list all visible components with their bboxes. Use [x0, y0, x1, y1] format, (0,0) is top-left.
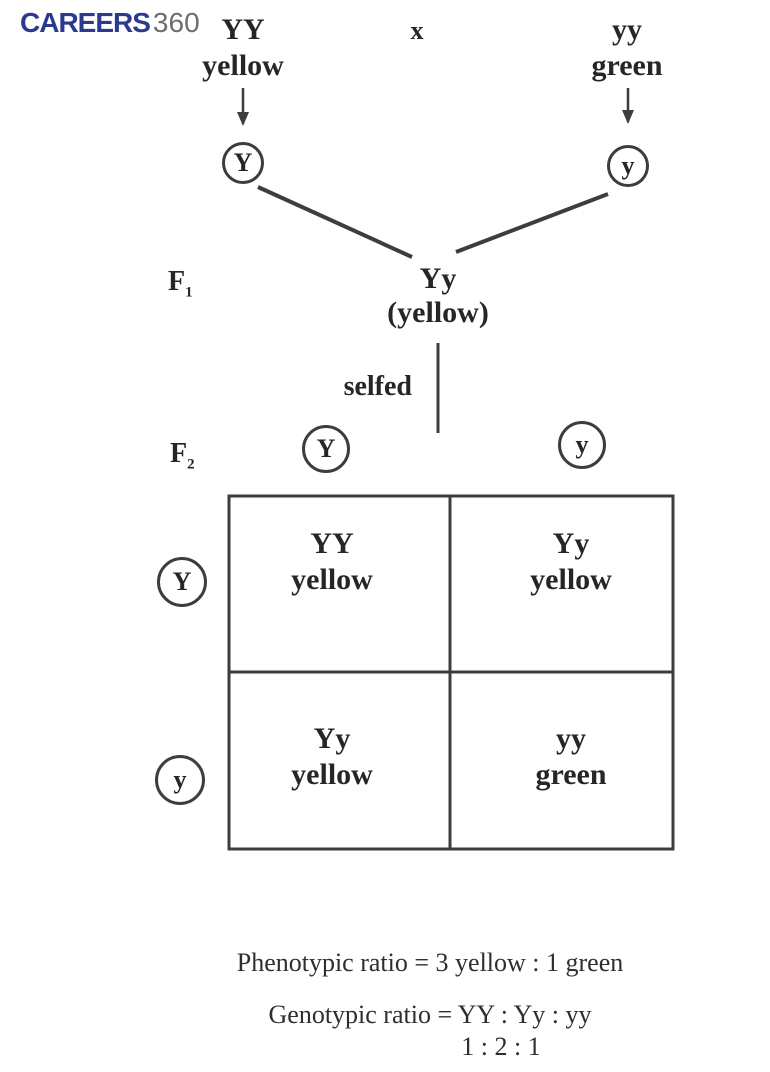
cell-genotype: YY: [310, 527, 354, 560]
genotypic-ratio-text: Genotypic ratio = YY : Yy : yy: [268, 1000, 592, 1029]
cell-phenotype: green: [535, 758, 607, 791]
punnett-cell-top-left: YY yellow: [262, 526, 402, 598]
cell-genotype: Yy: [313, 722, 351, 755]
selfed-label: selfed: [343, 371, 412, 402]
f2-side-gamete-bottom-circle: y: [155, 755, 205, 805]
f1-generation-label: F1: [168, 266, 193, 309]
f2-label-letter: F: [170, 438, 188, 469]
f1-genotype: Yy: [419, 262, 457, 295]
logo-brand-text: CAREERS: [20, 7, 151, 38]
cell-phenotype: yellow: [291, 758, 373, 791]
cell-genotype: Yy: [552, 527, 590, 560]
f1-label-subscript: 1: [185, 284, 193, 301]
gamete-circle-parent1: Y: [222, 142, 264, 184]
f1-label-letter: F: [168, 266, 186, 297]
punnett-cell-bottom-left: Yy yellow: [262, 721, 402, 793]
gamete-fusion-line-left: [257, 185, 413, 259]
parent2-genotype: yy: [612, 13, 642, 46]
cell-genotype: yy: [556, 722, 586, 755]
f2-top-gamete-left-circle: Y: [302, 425, 350, 473]
parent1-genotype: YY: [221, 13, 265, 46]
punnett-cell-bottom-right: yy green: [501, 721, 641, 793]
parent2-phenotype: green: [591, 49, 663, 82]
cell-phenotype: yellow: [291, 563, 373, 596]
cell-phenotype: yellow: [530, 563, 612, 596]
f2-label-subscript: 2: [187, 456, 195, 473]
genotypic-ratio-numbers: 1 : 2 : 1: [461, 1032, 541, 1061]
gamete-fusion-line-right: [455, 192, 609, 254]
parent1-phenotype: yellow: [202, 49, 284, 82]
cross-symbol: x: [410, 16, 424, 45]
phenotypic-ratio-text: Phenotypic ratio = 3 yellow : 1 green: [236, 948, 624, 977]
f2-generation-label: F2: [170, 438, 195, 481]
logo-suffix-text: 360: [152, 7, 200, 38]
punnett-cell-top-right: Yy yellow: [501, 526, 641, 598]
gamete-circle-parent2: y: [607, 145, 649, 187]
f2-side-gamete-top-circle: Y: [157, 557, 207, 607]
f2-top-gamete-right-circle: y: [558, 421, 606, 469]
f1-phenotype: (yellow): [387, 296, 489, 329]
